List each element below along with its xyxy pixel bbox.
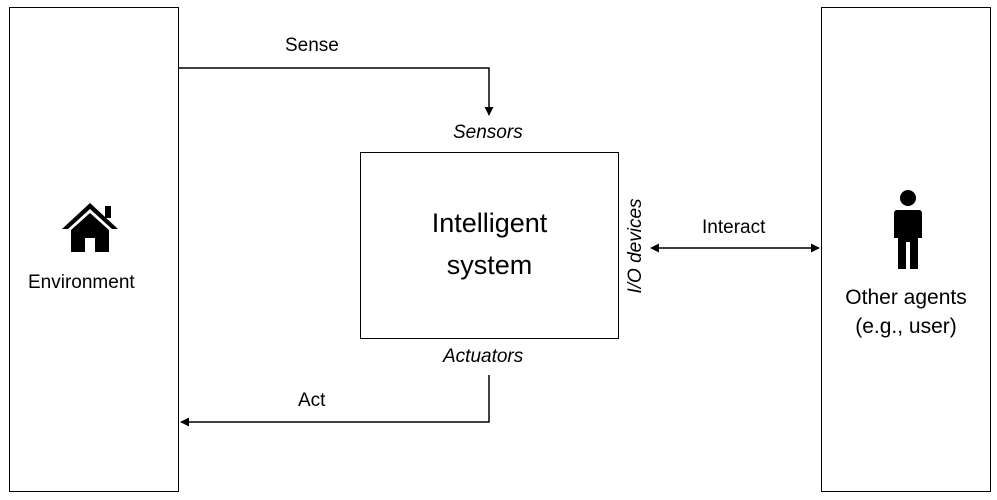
io-devices-label: I/O devices	[625, 198, 646, 294]
act-label: Act	[298, 390, 326, 411]
act-arrow	[180, 375, 490, 427]
sense-arrow	[179, 67, 494, 116]
intelligent-system-label: Intelligent system	[360, 202, 619, 286]
other-agents-box	[821, 7, 991, 492]
sensors-label: Sensors	[453, 122, 523, 143]
interact-label: Interact	[702, 217, 766, 238]
actuators-label: Actuators	[443, 346, 524, 367]
intelligent-system-label-line1: Intelligent	[431, 208, 548, 238]
intelligent-system-box	[360, 152, 619, 339]
environment-box	[9, 7, 179, 492]
other-agents-label: Other agents (e.g., user)	[821, 283, 991, 341]
environment-label: Environment	[28, 272, 135, 293]
intelligent-system-label-line2: system	[446, 250, 533, 280]
sense-label: Sense	[285, 35, 339, 56]
other-agents-label-line2: (e.g., user)	[855, 315, 957, 338]
other-agents-label-line1: Other agents	[845, 286, 967, 309]
